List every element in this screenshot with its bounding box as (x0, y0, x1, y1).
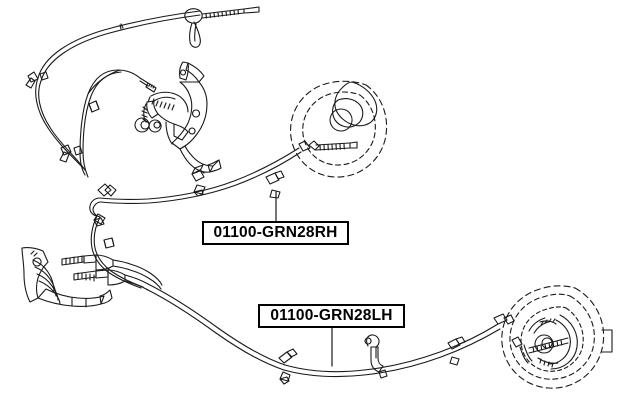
front-control-cable (25, 6, 260, 178)
callout-leader-lines (275, 191, 333, 367)
part-number-callout-rh[interactable]: 01100-GRN28RH (202, 221, 349, 245)
part-number-callout-lh[interactable]: 01100-GRN28LH (258, 304, 405, 328)
parking-brake-pedal-assembly (134, 61, 222, 173)
part-number-label-rh: 01100-GRN28RH (213, 224, 338, 242)
brake-drum-assembly-lh (501, 285, 613, 389)
inner-cable-rod-tip (87, 69, 157, 95)
rear-cable-lh (145, 283, 515, 385)
brake-backing-plate-rh (290, 80, 388, 178)
part-number-label-lh: 01100-GRN28LH (270, 307, 393, 325)
equalizer-bracket (21, 247, 163, 308)
rear-cable-rh (89, 147, 302, 289)
